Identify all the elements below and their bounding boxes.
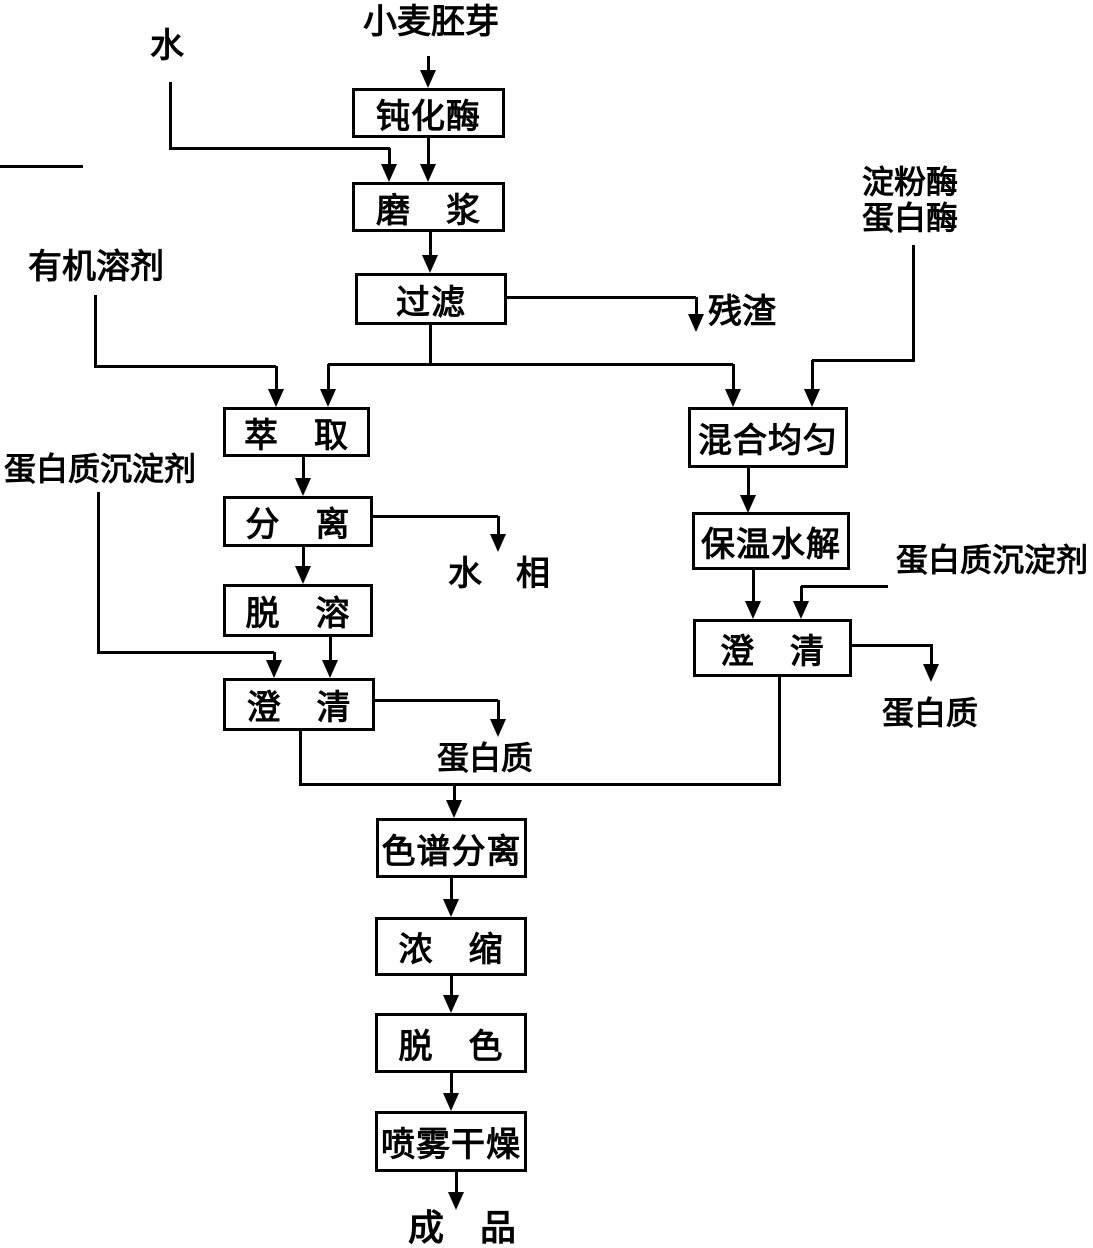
node-clarification-left: 澄 清: [223, 678, 375, 731]
arrowhead-down-icon: [266, 660, 282, 678]
arrowhead-down-icon: [268, 389, 284, 407]
node-clarification-right: 澄 清: [693, 619, 852, 677]
arrowhead-down-icon: [804, 389, 820, 407]
label-wheat-germ: 小麦胚芽: [363, 4, 499, 41]
flow-line: [429, 232, 432, 259]
arrowhead-down-icon: [448, 1192, 464, 1210]
arrowhead-down-icon: [740, 495, 756, 513]
flow-line: [450, 878, 453, 903]
flow-line: [375, 699, 498, 702]
flow-line: [275, 366, 278, 393]
node-separation: 分 离: [223, 496, 373, 547]
label-protein-precipitant-left: 蛋白质沉淀剂: [4, 451, 197, 487]
node-grinding: 磨 浆: [352, 182, 505, 232]
flow-line: [801, 585, 888, 588]
label-protein-precipitant-right: 蛋白质沉淀剂: [896, 542, 1089, 578]
arrowhead-down-icon: [725, 389, 741, 407]
node-chromatography: 色谱分离: [376, 818, 527, 878]
label-protein-right: 蛋白质: [882, 695, 979, 731]
flow-line: [300, 783, 779, 786]
flow-line: [695, 297, 698, 318]
flow-line: [327, 364, 330, 393]
flow-line: [373, 515, 498, 518]
flow-line: [507, 296, 696, 299]
label-protease: 蛋白酶: [862, 200, 959, 236]
arrowhead-down-icon: [322, 660, 338, 678]
node-hydrolysis: 保温水解: [692, 512, 850, 570]
flow-line: [747, 468, 750, 499]
flow-line: [852, 644, 933, 647]
label-organic-solvent: 有机溶剂: [28, 249, 164, 286]
flow-line: [0, 165, 83, 168]
arrowhead-down-icon: [295, 566, 311, 584]
arrowhead-down-icon: [443, 995, 459, 1013]
flow-line: [302, 547, 305, 570]
arrowhead-down-icon: [420, 70, 436, 88]
flow-line: [732, 364, 735, 393]
flow-line: [497, 516, 500, 538]
flow-line: [453, 784, 456, 804]
flow-line: [930, 645, 933, 668]
flow-line: [800, 586, 803, 605]
flow-line: [429, 325, 432, 366]
arrowhead-down-icon: [745, 601, 761, 619]
flow-line: [812, 359, 913, 362]
flow-line: [302, 457, 305, 482]
arrowhead-down-icon: [688, 314, 704, 332]
flow-line: [427, 56, 430, 74]
flow-line: [299, 731, 302, 786]
label-water: 水: [150, 28, 184, 65]
arrowhead-down-icon: [923, 664, 939, 682]
arrowhead-down-icon: [420, 164, 436, 182]
node-mixing: 混合均匀: [688, 407, 848, 468]
node-deactivate-enzyme: 钝化酶: [352, 88, 505, 138]
node-spray-drying: 喷雾干燥: [375, 1111, 527, 1172]
flow-line: [450, 1073, 453, 1097]
flow-line: [912, 245, 915, 362]
node-filtration: 过滤: [355, 273, 507, 325]
arrowhead-down-icon: [490, 534, 506, 552]
flow-line: [97, 492, 100, 654]
flow-line: [95, 365, 276, 368]
arrowhead-down-icon: [443, 899, 459, 917]
flow-line: [94, 295, 97, 368]
arrowhead-down-icon: [443, 1093, 459, 1111]
arrowhead-down-icon: [422, 255, 438, 273]
label-final-product: 成 品: [408, 1208, 517, 1248]
node-concentration: 浓 缩: [375, 917, 527, 976]
flow-line: [98, 651, 274, 654]
flow-line: [273, 652, 276, 664]
flow-line: [450, 976, 453, 999]
node-extraction: 萃 取: [223, 407, 370, 457]
arrowhead-down-icon: [381, 164, 397, 182]
flow-line: [329, 637, 332, 664]
arrowhead-down-icon: [446, 800, 462, 818]
flow-line: [778, 677, 781, 786]
node-desolventization: 脱 溶: [223, 584, 373, 637]
flow-line: [752, 570, 755, 605]
arrowhead-down-icon: [490, 719, 506, 737]
node-decolorization: 脱 色: [375, 1013, 527, 1073]
flow-line: [455, 1172, 458, 1196]
label-residue: 残渣: [708, 294, 776, 331]
flow-line: [169, 82, 172, 150]
label-amylase: 淀粉酶: [862, 164, 959, 200]
flow-line: [427, 138, 430, 168]
flow-line: [811, 360, 814, 393]
label-protein-mid: 蛋白质: [437, 740, 534, 776]
arrowhead-down-icon: [320, 389, 336, 407]
flow-line: [170, 147, 390, 150]
arrowhead-down-icon: [793, 601, 809, 619]
arrowhead-down-icon: [295, 478, 311, 496]
label-water-phase: 水 相: [448, 556, 550, 593]
label-enzymes: 淀粉酶 蛋白酶: [862, 166, 958, 234]
flow-line: [388, 148, 391, 168]
flow-line: [497, 700, 500, 723]
flow-line: [328, 363, 733, 366]
